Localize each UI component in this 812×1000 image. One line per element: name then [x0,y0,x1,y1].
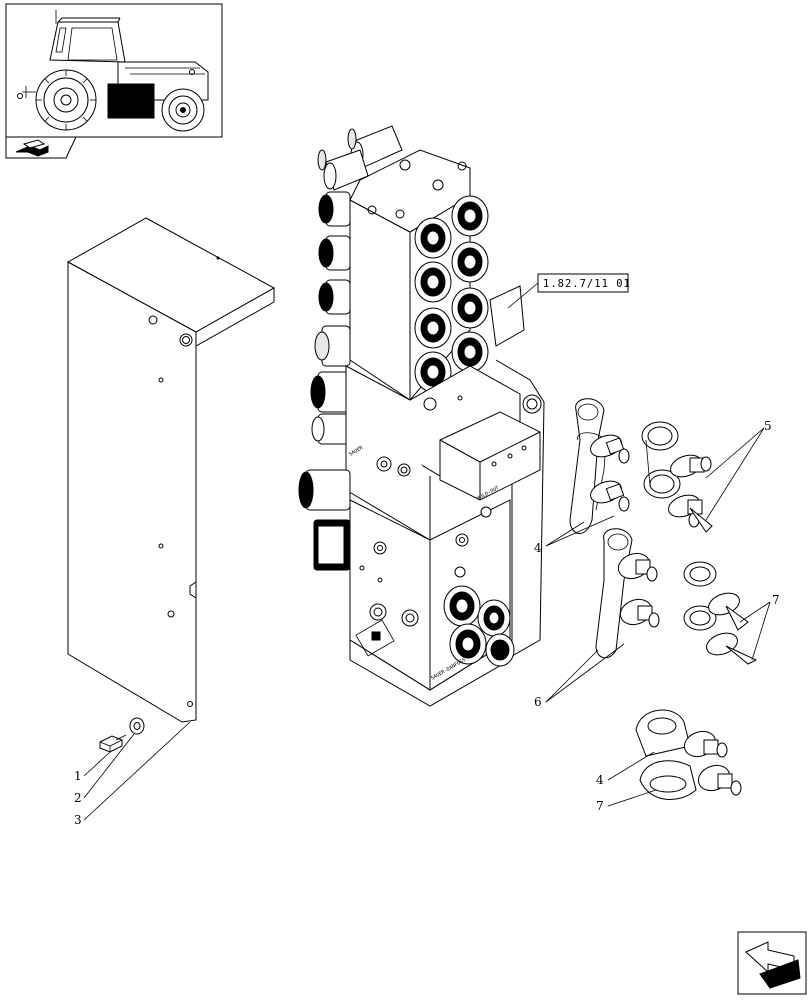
dust-cap-pair-4-7 [635,709,742,800]
callout-7-bottom: 7 [596,799,604,813]
callout-4: 4 [534,541,542,555]
bolt [99,734,127,753]
washer [129,717,145,735]
dust-cap-set-5 [641,421,713,533]
dust-cap-set-7 [683,561,758,665]
callout-3: 3 [74,813,82,827]
dust-cap-set-6 [595,528,660,659]
quick-couplers-lower [443,585,515,667]
tractor-locator-icon [17,10,209,132]
next-page-button[interactable] [737,931,807,995]
dust-cap-set-4 [569,398,630,534]
protective-plate [66,217,276,723]
tractor-locator-thumbnail[interactable] [5,3,223,159]
callout-1: 1 [74,769,82,783]
callout-5: 5 [764,419,772,433]
reference-callout[interactable]: 1.82.7/11 01 [507,273,631,309]
callout-7: 7 [772,593,780,607]
callout-2: 2 [74,791,82,805]
reference-label: 1.82.7/11 01 [543,278,631,290]
leader-lines-left [83,721,191,821]
next-arrow-icon [745,941,801,989]
back-arrow-icon [15,139,49,157]
callout-4-bottom: 4 [596,773,604,787]
control-valve-assembly: HOLD-OUT SAUER [298,125,545,707]
callout-6: 6 [534,695,542,709]
quick-couplers-upper [414,195,489,393]
solenoid-stack [310,191,351,445]
leader-lines-right [545,427,771,807]
